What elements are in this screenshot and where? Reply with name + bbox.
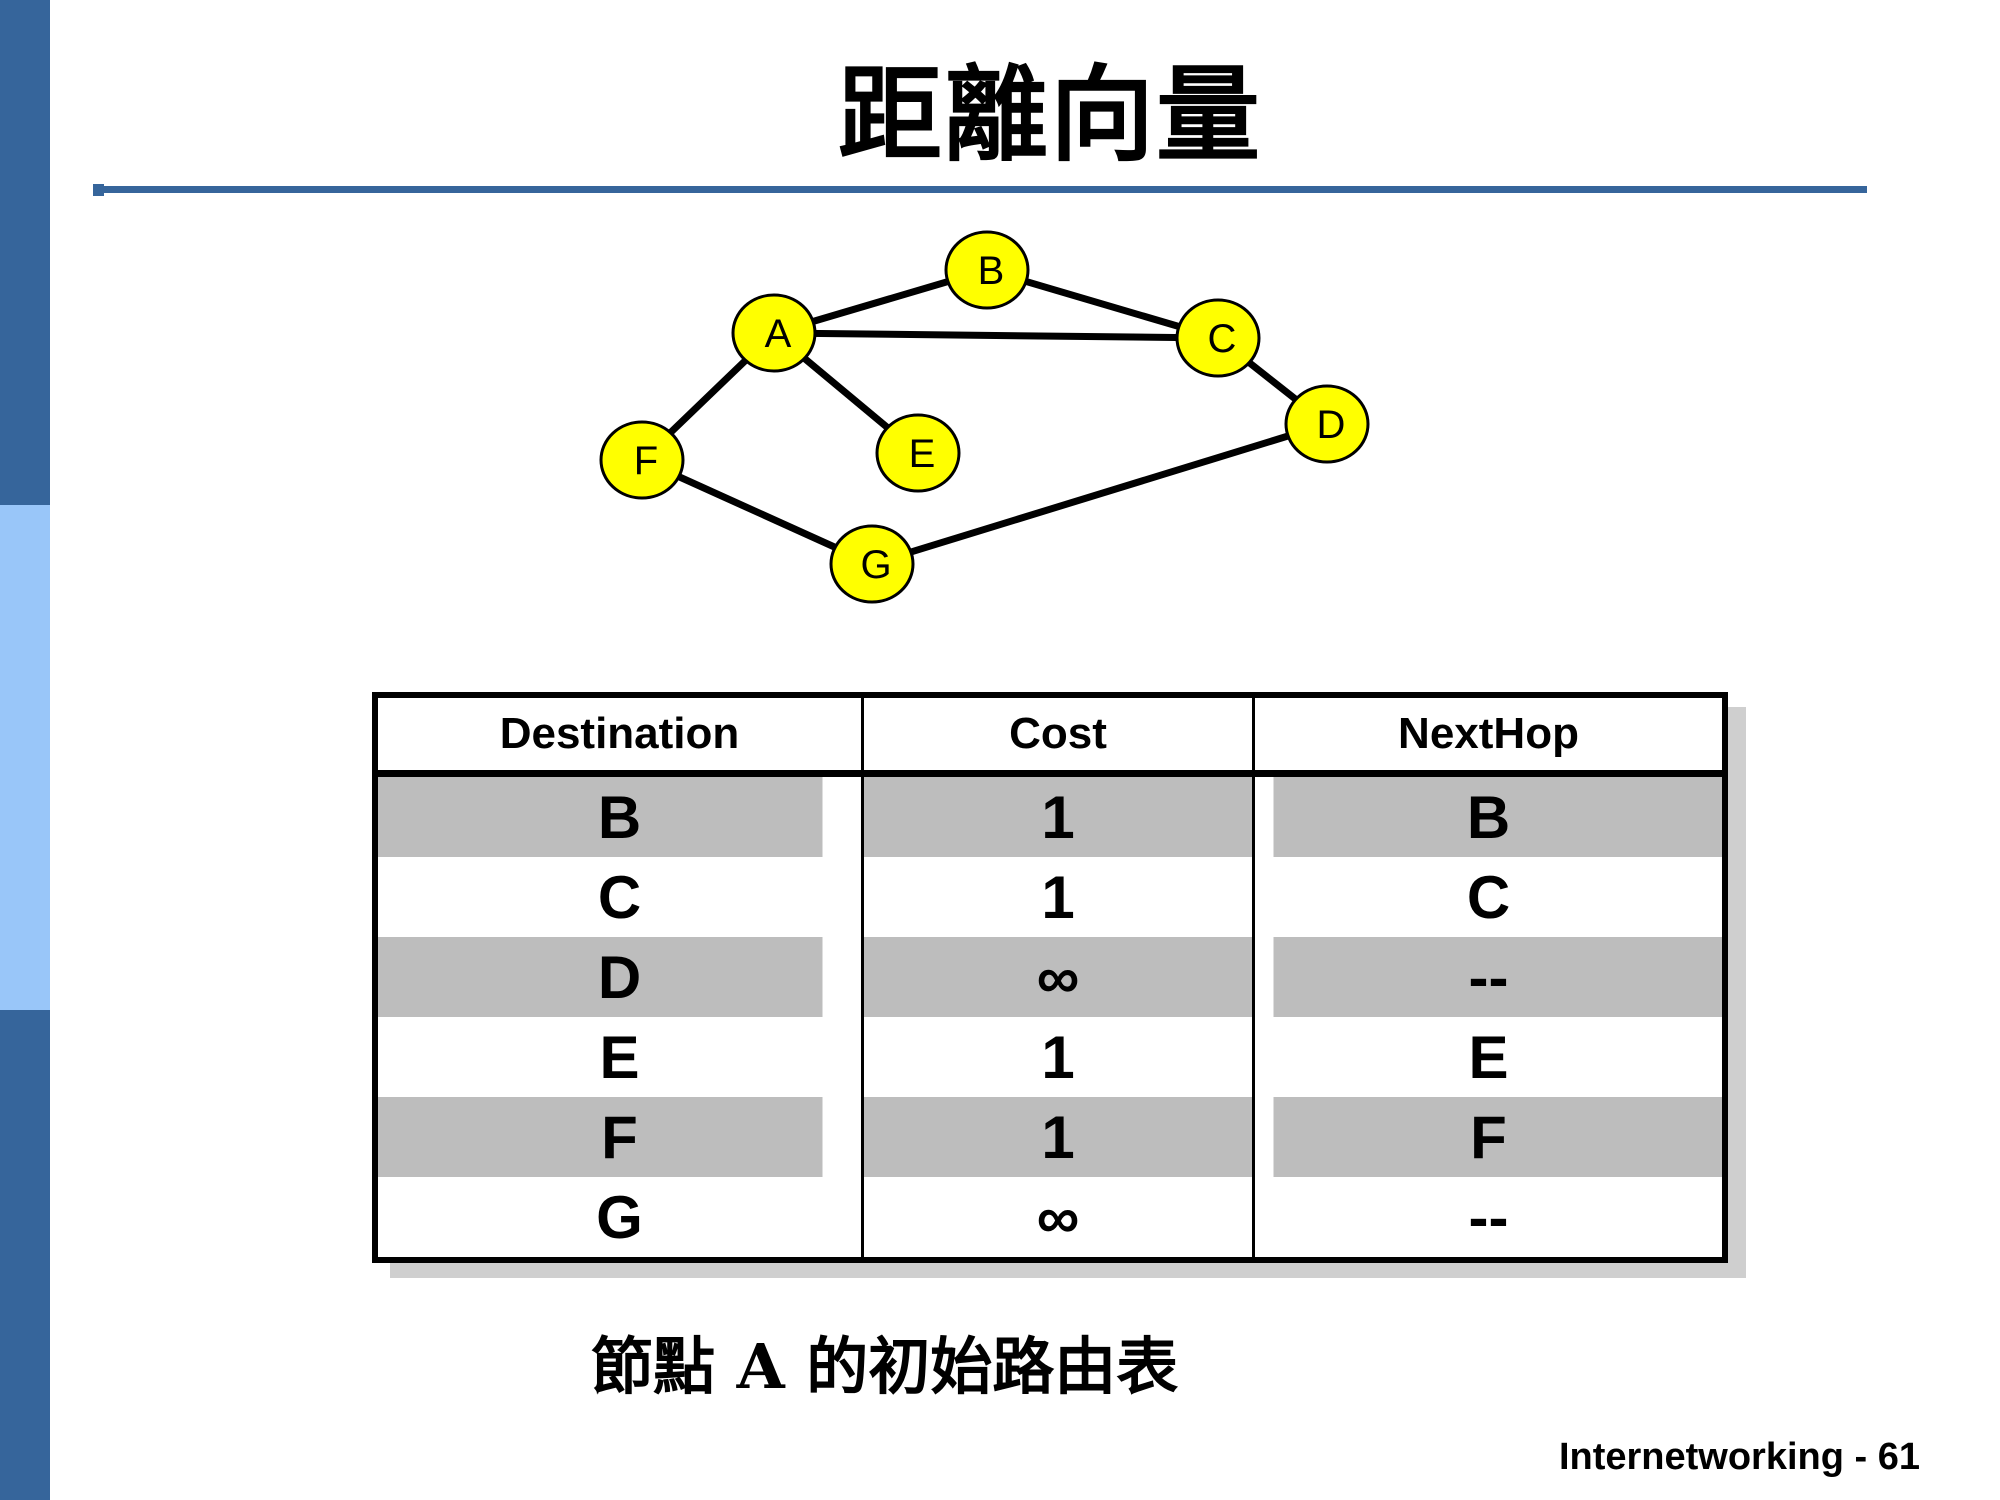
title-underline-rule bbox=[99, 186, 1867, 193]
sidebar-bar-middle bbox=[0, 505, 50, 1010]
sidebar-bar-top bbox=[0, 0, 50, 505]
node-circle-C bbox=[1175, 298, 1261, 378]
slide-title: 距離向量 bbox=[837, 53, 1262, 176]
node-F: F bbox=[599, 420, 685, 500]
node-label-D: D bbox=[1317, 403, 1346, 447]
table-caption: 節點 A 的初始路由表 bbox=[591, 1330, 1179, 1403]
cell-destination: F bbox=[378, 1097, 861, 1177]
node-circle-F bbox=[599, 420, 685, 500]
header-destination: Destination bbox=[499, 709, 740, 758]
node-label-G: G bbox=[860, 543, 891, 587]
cell-next_hop: E bbox=[1252, 1017, 1722, 1097]
edge-F-G bbox=[640, 456, 874, 568]
node-label-E: E bbox=[909, 432, 936, 476]
title-underline-nub bbox=[93, 184, 104, 196]
node-circle-B bbox=[944, 230, 1030, 310]
cell-destination: C bbox=[597, 863, 642, 931]
node-circle-G bbox=[829, 524, 915, 604]
node-label-F: F bbox=[634, 439, 658, 483]
node-B: B bbox=[944, 230, 1030, 310]
cell-cost: 1 bbox=[861, 1017, 1252, 1097]
node-G: G bbox=[829, 524, 915, 604]
cell-destination: E bbox=[599, 1023, 640, 1091]
node-circle-A bbox=[731, 293, 817, 373]
node-A: A bbox=[731, 293, 817, 373]
table-row: D∞-- bbox=[378, 937, 1722, 1017]
routing-table-header: Destination Cost NextHop bbox=[378, 698, 1722, 777]
node-C: C bbox=[1175, 298, 1261, 378]
node-D: D bbox=[1284, 384, 1370, 464]
cell-cost: ∞ bbox=[861, 1177, 1252, 1257]
cell-cost: 1 bbox=[861, 777, 1252, 857]
node-label-B: B bbox=[978, 249, 1005, 293]
header-nexthop: NextHop bbox=[1252, 698, 1722, 770]
cell-next_hop: B bbox=[1252, 777, 1722, 857]
edge-A-C bbox=[773, 329, 1219, 342]
cell-cost: 1 bbox=[861, 1097, 1252, 1177]
footer-page-label: Internetworking - 61 bbox=[1558, 1436, 1920, 1478]
table-row: G ∞-- bbox=[378, 1177, 1722, 1257]
cell-cost: ∞ bbox=[861, 937, 1252, 1017]
edge-G-D bbox=[870, 420, 1329, 568]
cell-cost: 1 bbox=[861, 857, 1252, 937]
cell-next_hop: -- bbox=[1252, 1177, 1722, 1257]
node-E: E bbox=[875, 413, 961, 493]
node-circle-D bbox=[1284, 384, 1370, 464]
node-circle-E bbox=[875, 413, 961, 493]
cell-next_hop: F bbox=[1252, 1097, 1722, 1177]
node-label-C: C bbox=[1208, 317, 1237, 361]
cell-next_hop: C bbox=[1252, 857, 1722, 937]
node-label-A: A bbox=[765, 312, 792, 356]
cell-destination: G bbox=[596, 1183, 643, 1251]
sidebar-bar-bottom bbox=[0, 1010, 50, 1500]
cell-destination: B bbox=[378, 777, 861, 857]
header-cost: Cost bbox=[861, 698, 1252, 770]
cell-next_hop: -- bbox=[1252, 937, 1722, 1017]
cell-destination: D bbox=[378, 937, 861, 1017]
